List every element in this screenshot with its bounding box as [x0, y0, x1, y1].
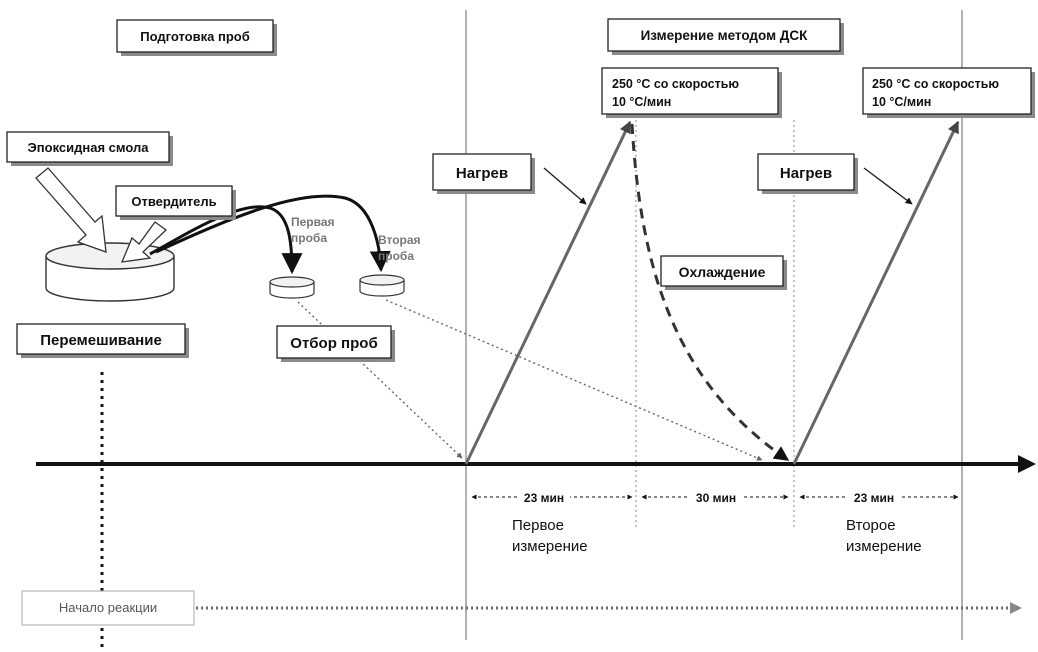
mixing-box: Перемешивание — [16, 323, 189, 358]
cooling-label: Охлаждение — [679, 264, 766, 280]
reaction-start-label: Начало реакции — [59, 600, 157, 615]
hardener-arrow — [120, 221, 168, 263]
rate-box-2: 250 °C со скоростью 10 °C/мин — [862, 67, 1035, 118]
interval-label-2: 30 мин — [696, 491, 736, 505]
second-sample-pan — [359, 274, 405, 297]
cooling-box: Охлаждение — [660, 255, 787, 290]
rate-1-line-1: 250 °C со скоростью — [612, 77, 739, 91]
dsc-measurement-box: Измерение методом ДСК — [607, 18, 844, 55]
heating-pointer-2 — [863, 167, 913, 205]
epoxy-box: Эпоксидная смола — [6, 131, 173, 166]
mixing-bowl — [45, 242, 175, 302]
rate-2-line-1: 250 °C со скоростью — [872, 77, 999, 91]
interval-label-1: 23 мин — [524, 491, 564, 505]
curve-arrow-second-sample — [155, 194, 391, 273]
interval-label-3: 23 мин — [854, 491, 894, 505]
sample-prep-box: Подготовка проб — [116, 19, 277, 56]
epoxy-arrow — [35, 167, 107, 253]
sampling-box: Отбор проб — [276, 325, 395, 362]
second-sample-label-2: проба — [378, 249, 414, 263]
dsc-measurement-label: Измерение методом ДСК — [641, 28, 809, 43]
second-measurement-line-2: измерение — [846, 538, 922, 555]
heating-ramp-2 — [792, 120, 960, 465]
reaction-arrowhead — [1010, 602, 1022, 614]
sampling-label: Отбор проб — [290, 335, 377, 352]
first-sample-label-2: проба — [291, 231, 327, 245]
rate-2-line-2: 10 °C/мин — [872, 95, 931, 109]
mixing-label: Перемешивание — [40, 332, 162, 349]
cooling-curve — [630, 123, 790, 462]
first-measurement-line-1: Первое — [512, 517, 564, 534]
epoxy-label: Эпоксидная смола — [28, 140, 150, 155]
second-sample-dotted-arrow — [385, 299, 763, 461]
second-measurement-line-1: Второе — [846, 517, 896, 534]
hardener-box: Отвердитель — [115, 185, 236, 220]
second-sample-label-1: Вторая — [378, 233, 421, 247]
first-measurement-line-2: измерение — [512, 538, 588, 555]
rate-1-line-2: 10 °C/мин — [612, 95, 671, 109]
heating-pointer-1 — [543, 167, 587, 205]
reaction-start-box: Начало реакции — [21, 590, 195, 626]
heating-ramp-1 — [464, 120, 632, 465]
hardener-label: Отвердитель — [131, 194, 216, 209]
heating-box-1: Нагрев — [432, 153, 535, 194]
sample-prep-label: Подготовка проб — [140, 29, 249, 44]
rate-box-1: 250 °C со скоростью 10 °C/мин — [601, 67, 782, 118]
heating-box-2: Нагрев — [757, 153, 858, 194]
heating-label-2: Нагрев — [780, 165, 832, 182]
first-sample-pan — [269, 276, 315, 299]
first-sample-label-1: Первая — [291, 215, 335, 229]
timeline-arrowhead — [1018, 455, 1036, 473]
heating-label-1: Нагрев — [456, 165, 508, 182]
